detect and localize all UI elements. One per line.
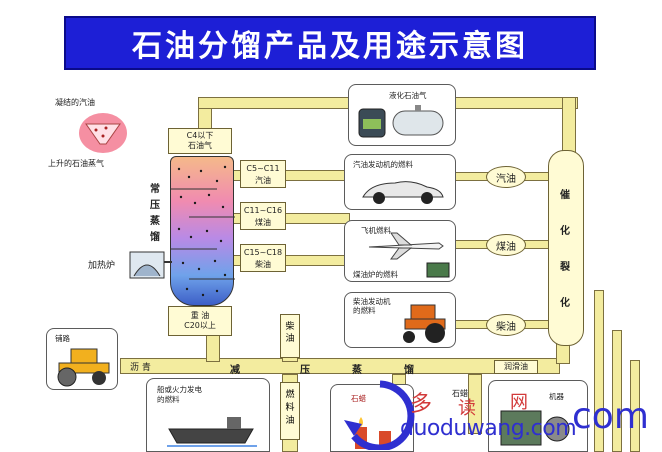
tower-label-2: 压 [150, 200, 160, 211]
use-jet-fuel: 飞机燃料 煤油炉的燃料 [344, 220, 456, 282]
pipe-vacuum [120, 358, 560, 374]
road-roller-icon [57, 348, 110, 387]
label-fuel-oil: 燃 料 油 [280, 382, 300, 440]
tractor-icon [403, 304, 446, 343]
label-wax-candle: 石蜡 [452, 389, 468, 398]
ship-icon [167, 417, 257, 447]
fraction-kerosene-carbon: C11~C16 [243, 206, 283, 215]
furnace-icon [129, 251, 172, 279]
fraction-diesel: C15~C18 柴油 [240, 244, 286, 272]
pipe-right-down [562, 97, 576, 157]
tower-top-fraction: C4以下 石油气 [168, 128, 232, 154]
watermark-url: duoduwang.com [400, 416, 577, 441]
title-banner: 石油分馏产品及用途示意图 [64, 16, 596, 70]
fraction-diesel-carbon: C15~C18 [243, 248, 283, 257]
machine-icon [500, 410, 570, 446]
watermark-cn-2: 读 [458, 398, 476, 419]
use-lpg: 液化石油气 [348, 84, 456, 146]
tower-bottom-fraction: 重 油 C20以上 [168, 306, 232, 336]
watermark-cn-1: 多 [410, 392, 433, 417]
use-machinery-label: 机器 [549, 392, 564, 401]
fraction-kerosene: C11~C16 煤油 [240, 202, 286, 230]
product-kerosene: 煤油 [486, 234, 526, 256]
watermark-com: com [572, 396, 649, 437]
use-diesel-engine-label: 柴油发动机 的燃料 [353, 297, 391, 315]
use-stove-label: 煤油炉的燃料 [353, 270, 398, 279]
use-ship-power: 船或火力发电 的燃料 [146, 378, 270, 452]
fraction-kerosene-name: 煤油 [255, 218, 271, 227]
use-road: 铺路 [46, 328, 118, 390]
airplane-icon [368, 232, 444, 260]
catalytic-cracking-unit [548, 150, 584, 346]
cc-char-3: 裂 [560, 262, 570, 273]
tower-label-3: 蒸 [150, 216, 160, 227]
product-diesel: 柴油 [486, 314, 526, 336]
use-ship-power-label: 船或火力发电 的燃料 [157, 385, 202, 404]
condensed-gasoline-label: 凝结的汽油 [55, 98, 95, 107]
use-gasoline-engine-label: 汽油发动机的燃料 [353, 160, 413, 169]
tower-label-1: 常 [150, 184, 160, 195]
condensation-icon [79, 113, 127, 153]
label-lubricant: 润滑油 [494, 360, 538, 374]
vd-char-4: 馏 [404, 365, 414, 376]
vd-char-2: 压 [300, 365, 310, 376]
use-wax-label: 石蜡 [351, 394, 366, 403]
fraction-gasoline-carbon: C5~C11 [246, 164, 280, 173]
use-lpg-label: 液化石油气 [389, 91, 427, 100]
cc-char-2: 化 [560, 226, 570, 237]
use-diesel-engine: 柴油发动机 的燃料 [344, 292, 456, 348]
tower-label-4: 馏 [150, 232, 160, 243]
label-diesel-mid: 柴 油 [280, 314, 300, 358]
fraction-gasoline-name: 汽油 [255, 176, 271, 185]
watermark-logo-icon [344, 380, 415, 450]
product-gasoline: 汽油 [486, 166, 526, 188]
use-gasoline-engine: 汽油发动机的燃料 [344, 154, 456, 210]
stove-icon [426, 262, 450, 278]
use-road-label: 铺路 [55, 334, 70, 343]
cc-char-4: 化 [560, 298, 570, 309]
fraction-diesel-name: 柴油 [255, 260, 271, 269]
use-jet-fuel-label: 飞机燃料 [361, 226, 391, 235]
cc-char-1: 催 [560, 190, 570, 201]
rising-vapor-label: 上升的石油蒸气 [48, 159, 104, 168]
sports-car-icon [362, 181, 444, 204]
gas-cylinder-icon [358, 105, 444, 138]
vd-char-3: 蒸 [352, 365, 362, 376]
furnace-label: 加热炉 [88, 261, 116, 271]
watermark-cn-3: 网 [510, 392, 528, 413]
pipe-lube-down [468, 374, 482, 434]
fraction-gasoline: C5~C11 汽油 [240, 160, 286, 188]
use-machinery: 机器 [488, 380, 588, 452]
label-asphalt: 沥 青 [130, 363, 151, 373]
page-title: 石油分馏产品及用途示意图 [132, 29, 528, 64]
distillation-tower [170, 156, 235, 306]
vd-char-1: 减 [230, 365, 240, 376]
